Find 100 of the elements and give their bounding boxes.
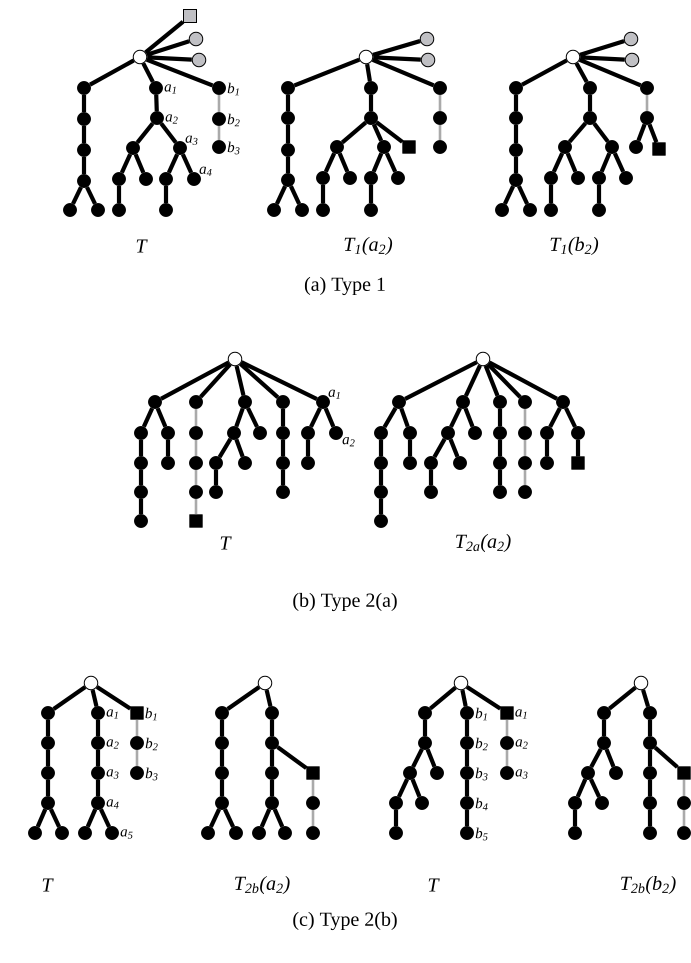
root-node (476, 352, 490, 366)
tree-node (188, 32, 204, 46)
tree-node (643, 706, 657, 720)
square-node (677, 766, 691, 780)
tree-edge (682, 810, 686, 826)
tree-node (540, 456, 554, 470)
tree-edge (488, 360, 558, 401)
tree-node (212, 112, 226, 126)
tree-edge (600, 152, 612, 172)
node-label: a$_{4}$ (106, 799, 119, 809)
tree-node (619, 171, 633, 185)
tree-edge (320, 184, 326, 204)
tree-edge (260, 808, 272, 828)
tree-edge (506, 750, 508, 766)
tree-node (316, 171, 330, 185)
tree-edge (218, 126, 220, 140)
square-node (183, 9, 197, 23)
tree-edge (608, 686, 637, 710)
square-node (402, 140, 416, 154)
tree-node (460, 736, 474, 750)
tree-node (433, 140, 447, 154)
tree-edge (574, 62, 588, 83)
tree-node (374, 426, 388, 440)
tree-edge (648, 720, 652, 736)
tree-node (544, 171, 558, 185)
tree-edge (286, 124, 290, 144)
tree-edge (576, 440, 580, 456)
node-label: a$_{3}$ (186, 136, 198, 145)
tree-node (677, 796, 691, 810)
tree-edge (648, 124, 658, 144)
node-label: b$_{3}$ (228, 142, 240, 154)
tree-node (418, 706, 432, 720)
tree-edge (604, 748, 616, 768)
tree-edge (648, 780, 652, 796)
node-label: a$_{4}$ (200, 166, 212, 176)
tree-edge (648, 810, 652, 826)
node-label: b$_{3}$ (476, 768, 488, 780)
tree-edge (428, 470, 434, 486)
tree-caption: T (220, 536, 232, 550)
tree-edge (218, 438, 232, 458)
tree-edge (464, 364, 482, 397)
tree-node (252, 826, 266, 840)
square-node (189, 514, 203, 528)
tree-node (41, 736, 55, 750)
tree-node (63, 203, 77, 217)
tree-node (265, 706, 279, 720)
tree-edge (596, 184, 602, 204)
tree-node (212, 81, 226, 95)
tree-edge (246, 407, 259, 428)
tree-edge (438, 124, 442, 140)
tree-caption: T$_{1}$(a$_{2}$) (344, 236, 392, 256)
tree-node (105, 826, 119, 840)
tree-node (134, 514, 148, 528)
tree-edge (89, 58, 135, 86)
tree-node (468, 426, 482, 440)
tree-edge (49, 808, 61, 828)
tree-node (495, 203, 509, 217)
tree-edge (164, 186, 168, 204)
tree-edge (460, 690, 468, 707)
tree-node (433, 81, 447, 95)
tree-node (139, 172, 153, 186)
tree-edge (234, 438, 245, 458)
tree-node (418, 736, 432, 750)
tree-node (568, 796, 582, 810)
tree-edge (548, 407, 562, 428)
tree-edge (592, 122, 610, 143)
tree-node (189, 485, 203, 499)
tree-edge (324, 152, 336, 173)
tree-edge (682, 780, 686, 796)
tree-edge (220, 750, 224, 766)
tree-edge (96, 780, 100, 796)
node-label: a$_{1}$ (106, 709, 118, 719)
tree-edge (324, 408, 336, 428)
tree-node (253, 426, 267, 440)
tree-edge (399, 408, 410, 428)
tree-edge (524, 470, 526, 486)
tree-edge (517, 185, 529, 205)
tree-edge (654, 746, 679, 769)
tree-node (433, 111, 447, 125)
tree-edge (498, 470, 502, 486)
tree-edge (602, 720, 606, 736)
tree-node (518, 426, 532, 440)
tree-edge (432, 438, 446, 458)
root-node (358, 50, 374, 64)
tree-node (544, 203, 558, 217)
tree-node (91, 766, 105, 780)
tree-node (77, 81, 91, 95)
tree-edge (498, 408, 502, 426)
tree-edge (375, 120, 404, 144)
tree-node (134, 426, 148, 440)
tree-edge (372, 58, 434, 88)
tree-edge (372, 39, 421, 57)
tree-node (281, 143, 295, 157)
tree-edge (411, 748, 424, 768)
node-label: b$_{5}$ (476, 828, 488, 840)
square-node (130, 706, 144, 720)
tree-edge (52, 685, 86, 711)
tree-edge (146, 58, 214, 88)
tree-edge (464, 780, 470, 796)
tree-node (91, 706, 105, 720)
